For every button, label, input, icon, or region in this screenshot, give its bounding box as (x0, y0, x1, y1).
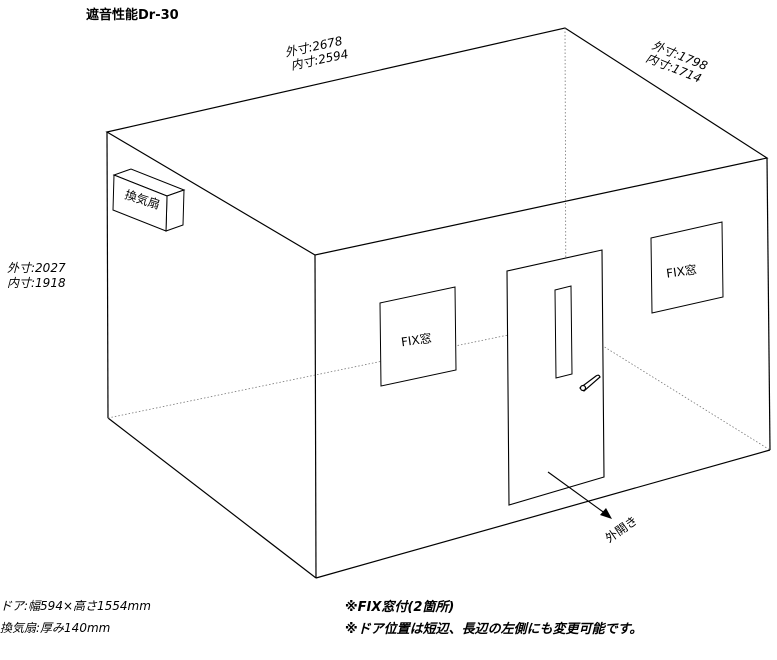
door-open-arrow (547, 471, 612, 519)
spec-title: 遮音性能Dr-30 (86, 7, 179, 23)
height-inner-label: 内寸:1918 (7, 276, 66, 290)
fix-window-front-label: FIX窓 (400, 330, 432, 349)
width-dimension: 外寸:2678 内寸:2594 (284, 34, 350, 73)
door-open-label: 外開き (603, 513, 641, 545)
height-dimension: 外寸:2027 内寸:1918 (7, 261, 66, 290)
booth-box-outline (105, 27, 771, 579)
fix-window-side: FIX窓 (650, 221, 724, 314)
vent-size-note: 換気扇:厚み140mm (0, 621, 111, 635)
door (506, 249, 605, 506)
door-position-note: ※ドア位置は短辺、長辺の左側にも変更可能です。 (345, 622, 643, 637)
door-size-note: ドア:幅594×高さ1554mm (0, 599, 151, 613)
fix-count-note: ※FIX窓付(2箇所) (345, 600, 455, 615)
height-outer-label: 外寸:2027 (7, 261, 66, 275)
depth-dimension: 外寸:1798 内寸:1714 (644, 38, 710, 86)
fix-window-side-label: FIX窓 (665, 262, 697, 281)
door-handle (579, 374, 601, 392)
vent-fan: 換気扇 (112, 168, 186, 232)
fix-window-front: FIX窓 (379, 286, 457, 387)
